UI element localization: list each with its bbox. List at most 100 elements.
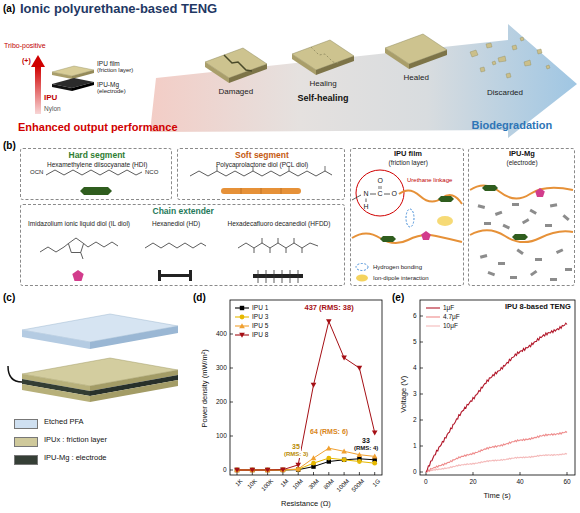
tick-label: 2	[413, 416, 417, 423]
tick-label: 1	[413, 442, 417, 449]
tick-mark	[420, 316, 423, 317]
layer-label: IPU film	[97, 60, 120, 67]
data-marker	[240, 306, 244, 310]
ipu-mg-network-part-part	[529, 209, 537, 215]
degraded-particles-part	[480, 67, 485, 72]
panel-text: Urethane linkage	[407, 177, 452, 184]
ipu-mg-network-part-part	[550, 278, 557, 281]
legend-label: IPU 3	[252, 313, 268, 320]
degraded-particles-part	[486, 43, 492, 48]
ipu-mg-network-part	[512, 234, 528, 240]
ipu-mg-network-part	[535, 188, 545, 197]
tick-label: 400	[216, 330, 227, 337]
hfdd-structure-part	[266, 270, 267, 283]
degraded-particles-part	[546, 65, 550, 69]
data-marker	[326, 456, 331, 461]
teng-stack-part	[8, 366, 22, 382]
teng-stack-part	[22, 330, 90, 349]
data-line	[426, 323, 567, 472]
tick-label: 60	[564, 478, 571, 485]
ipu-mg-network-part-part	[487, 271, 495, 276]
plot-frame	[230, 300, 382, 475]
panel-heading: IPU-Mg	[509, 150, 535, 159]
healing-tile-part	[316, 56, 354, 75]
data-marker	[372, 430, 378, 435]
tick-label: 300	[216, 364, 227, 371]
ipu-network-part	[356, 170, 404, 216]
panel-text: (electrode)	[507, 159, 538, 166]
healed-tile	[385, 34, 447, 69]
degraded-particles-part	[470, 50, 478, 57]
legend-line-sample	[426, 316, 440, 317]
atom-symbol: H	[364, 203, 369, 211]
hfdd-structure	[238, 238, 318, 283]
pcl-structure-part	[281, 188, 282, 194]
panel-text: Hexadecafluoro decanediol (HFDD)	[228, 220, 331, 227]
data-line	[426, 432, 567, 473]
tick-label: 100M	[335, 478, 350, 493]
panel-text: Hexamethylene diisocyanate (HDI)	[47, 161, 147, 168]
peak-annotation: (RMS: 4)	[353, 445, 379, 452]
data-marker	[372, 461, 377, 466]
hfdd-structure-part	[258, 270, 259, 283]
ipu-network-part	[399, 190, 462, 204]
healing-tile	[292, 40, 354, 75]
tick-label: 20	[470, 478, 477, 485]
data-marker	[265, 468, 269, 472]
tick-mark	[473, 472, 474, 475]
stage-label: Discarded	[487, 88, 523, 97]
ipu-mg-network-part-part	[495, 211, 503, 216]
hfdd-structure-part	[298, 270, 299, 283]
damaged-tile-part	[229, 64, 267, 83]
ipu-mg-network-part	[470, 230, 573, 242]
healing-tile-part	[292, 54, 316, 75]
il-diol-structure-part	[40, 244, 68, 253]
process-band	[150, 24, 577, 138]
ipu-mg-network-part-part	[484, 222, 491, 225]
panel-heading: Hard segment	[69, 151, 126, 161]
film-stack-icon	[52, 66, 94, 91]
damaged-tile	[205, 48, 267, 83]
ipu-network-part	[352, 195, 361, 200]
healing-tile-part	[311, 47, 339, 63]
panel-letter: (e)	[392, 292, 404, 304]
ipu-network-part	[356, 264, 368, 271]
pcl-structure-part	[261, 188, 262, 194]
healing-tile-part	[292, 40, 354, 70]
ipu-mg-network-part-part	[530, 270, 537, 276]
ipu-network-part	[370, 194, 376, 195]
legend-label: IPU 8	[252, 331, 268, 338]
tick-mark	[230, 436, 233, 437]
chemical-group: NCO	[145, 169, 158, 176]
dashed-panel: IPU-Mg(electrode)	[468, 148, 575, 286]
tick-mark	[520, 472, 521, 475]
data-marker	[280, 467, 286, 472]
ipu-mg-network-part	[482, 185, 498, 191]
stage-label: Healing	[310, 79, 337, 88]
data-marker	[235, 468, 239, 472]
tick-mark	[230, 334, 233, 335]
data-marker	[326, 445, 332, 450]
film-stack-icon-part	[52, 84, 72, 91]
legend-label: IPU 5	[252, 322, 268, 329]
data-marker	[311, 383, 317, 388]
pcl-structure-part	[325, 166, 326, 171]
tick-label: 10K	[246, 478, 258, 490]
tick-mark	[298, 472, 299, 475]
data-line	[237, 459, 375, 470]
teng-stack-part	[22, 384, 90, 402]
tick-label: 40	[517, 478, 524, 485]
series-label: Tribo-positive	[4, 42, 46, 50]
tick-mark	[420, 342, 423, 343]
damaged-tile-part	[205, 62, 229, 83]
teng-stack-part	[90, 326, 178, 349]
panel-text: (friction layer)	[389, 159, 428, 166]
ipu-mg-network-part-part	[562, 214, 569, 221]
tick-label: 5	[413, 338, 417, 345]
legend-line-sample	[426, 307, 440, 308]
ipu-network-part	[352, 234, 462, 244]
teng-stack	[8, 314, 178, 402]
atom-symbol: N	[364, 190, 369, 198]
tick-mark	[230, 402, 233, 403]
peak-annotation: 64 (RMS: 6)	[309, 428, 349, 436]
